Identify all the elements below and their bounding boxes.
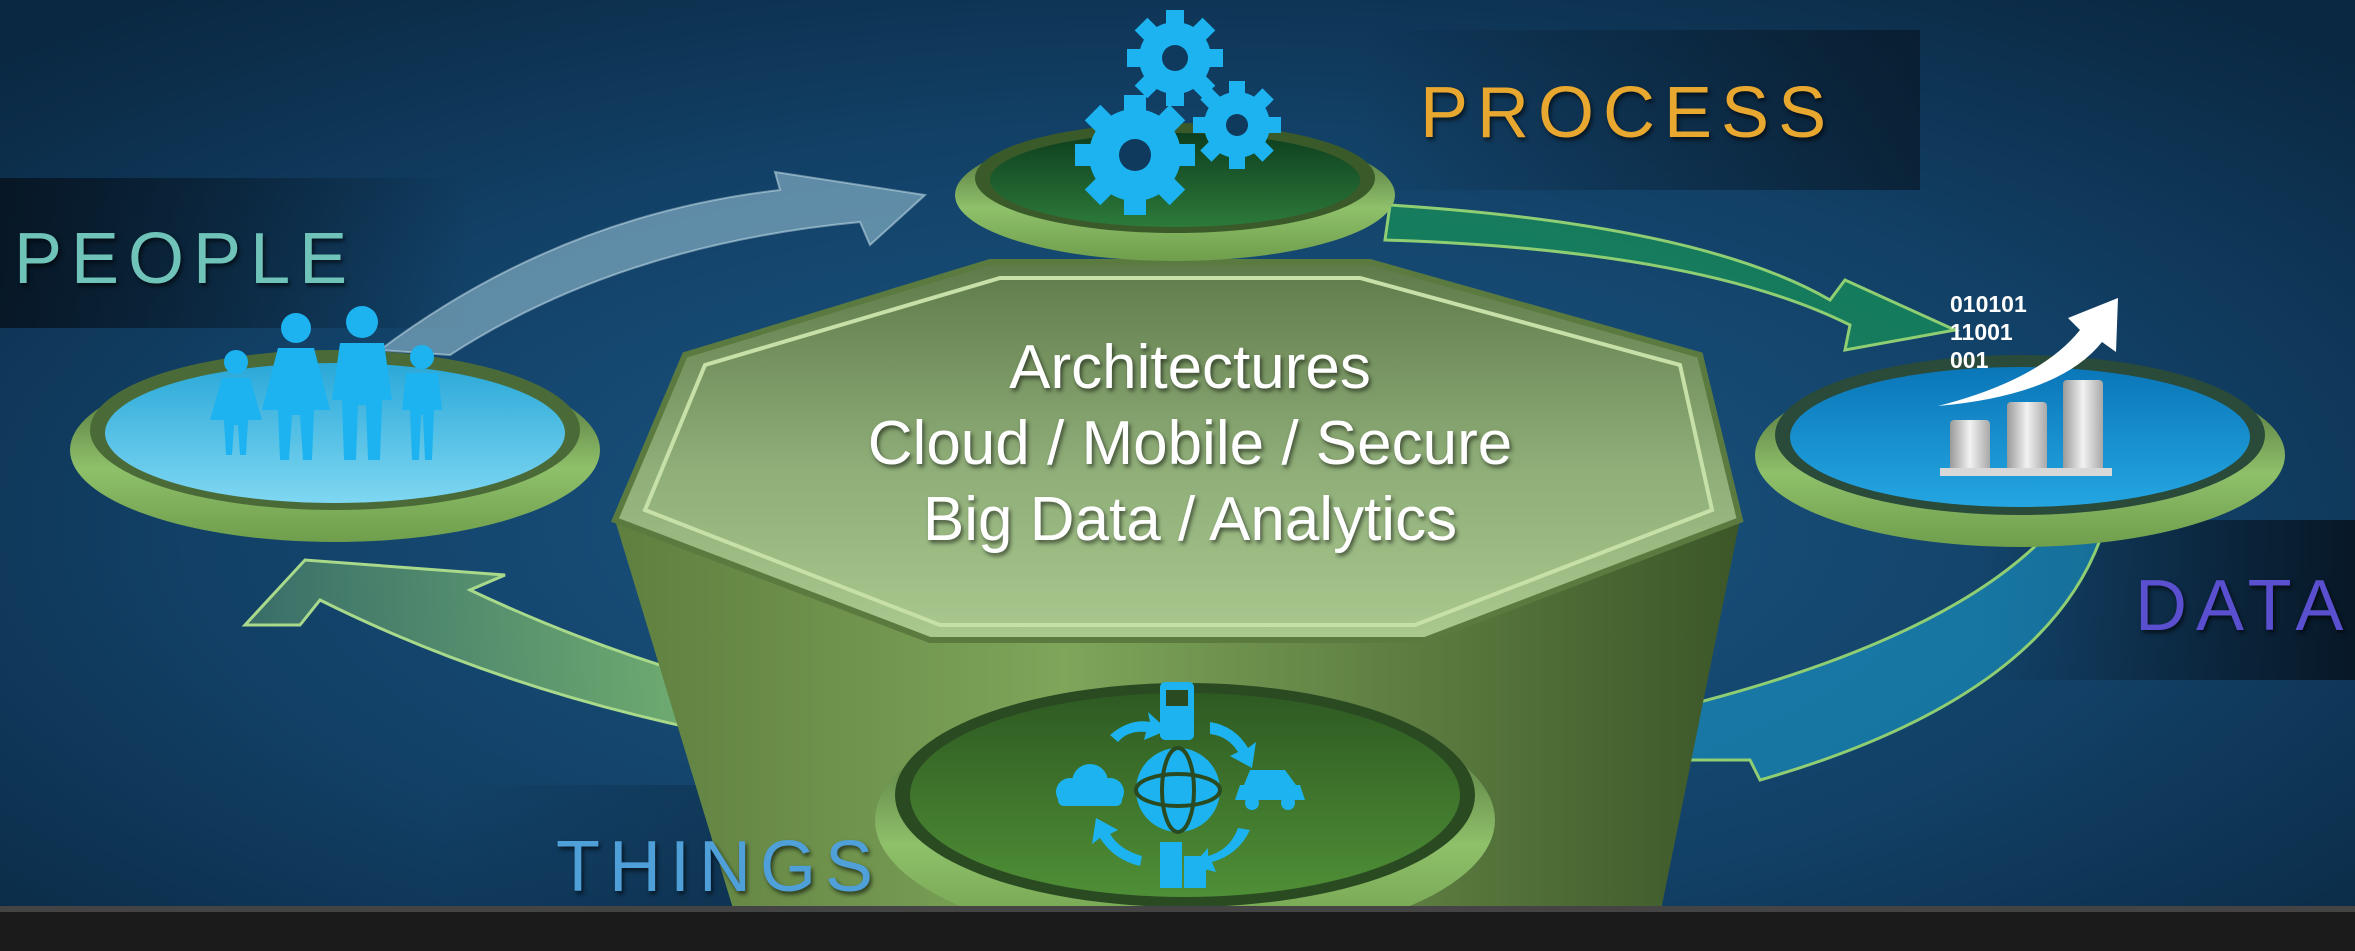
process-label-band	[1360, 30, 1920, 190]
platform-top-edge	[642, 276, 1715, 627]
data-node	[1755, 298, 2285, 547]
process-node	[955, 10, 1395, 261]
arrow-people-to-process	[377, 170, 928, 357]
connected-devices-icon	[1056, 682, 1305, 888]
center-line-cloud-mobile-secure: Cloud / Mobile / Secure	[867, 409, 1513, 478]
data-label: DATA	[2135, 566, 2353, 646]
people-label: PEOPLE	[14, 219, 357, 299]
family-icon	[210, 306, 442, 460]
process-label: PROCESS	[1420, 73, 1836, 153]
binary-line-2: 11001	[1950, 319, 2013, 345]
center-line-architectures: Architectures	[1009, 333, 1371, 402]
platform-top	[611, 259, 1744, 643]
people-node	[70, 306, 600, 542]
binary-line-3: 001	[1950, 347, 1989, 373]
gears-icon	[1075, 10, 1281, 215]
binary-line-1: 010101	[1950, 291, 2027, 317]
people-label-band	[0, 178, 470, 328]
arrow-process-to-data	[1383, 203, 1960, 352]
things-node	[875, 682, 1495, 945]
things-label: THINGS	[556, 827, 883, 907]
bar-chart-icon	[1938, 298, 2118, 476]
center-title: Architectures Cloud / Mobile / Secure Bi…	[700, 330, 1680, 558]
binary-digits: 010101 11001 001	[1950, 290, 2027, 374]
center-line-big-data-analytics: Big Data / Analytics	[922, 485, 1458, 554]
bottom-bar	[0, 906, 2355, 951]
